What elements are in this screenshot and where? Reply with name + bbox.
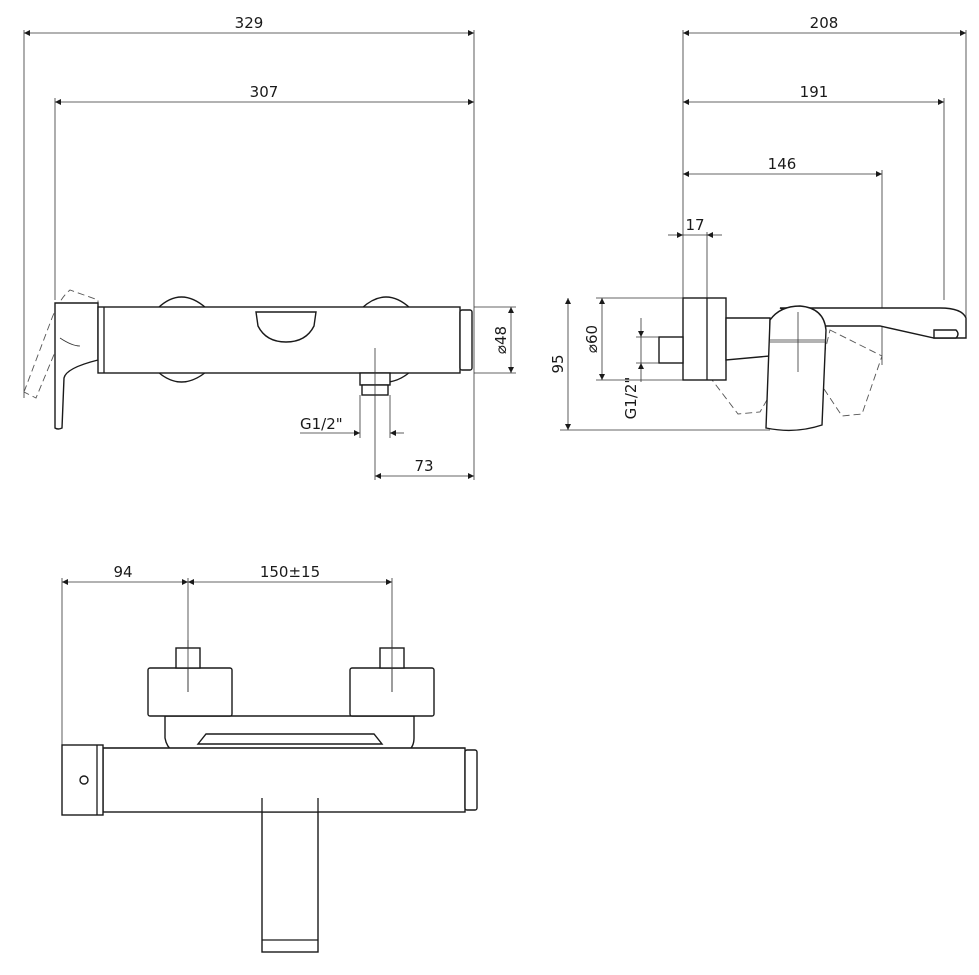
top-view: 94 150±15 [61, 563, 478, 953]
dim-17-label: 17 [685, 216, 704, 234]
end-cap [459, 309, 473, 371]
dim-95-label: 95 [549, 354, 567, 373]
lever-side [765, 305, 827, 432]
wall-block [682, 297, 727, 381]
lever-handle [54, 302, 99, 430]
end-cap-top [464, 749, 478, 811]
dim-94-label: 94 [113, 563, 132, 581]
indicator-dot [79, 775, 89, 785]
dim-307-label: 307 [250, 83, 279, 101]
dim-146-label: 146 [768, 155, 797, 173]
dim-d48-label: ⌀48 [492, 326, 510, 354]
spout [779, 307, 967, 339]
dim-150-label: 150±15 [260, 563, 320, 581]
dim-191-label: 191 [800, 83, 829, 101]
dim-d60-label: ⌀60 [583, 325, 601, 353]
dim-329-label: 329 [235, 14, 264, 32]
dim-g12-side-label: G1/2" [622, 377, 640, 420]
spout-arm [725, 317, 771, 361]
diverter-knob [255, 311, 317, 343]
dim-g12-front-label: G1/2" [300, 415, 343, 433]
side-view: 208 191 146 17 ⌀60 [549, 14, 967, 432]
dim-73-label: 73 [414, 457, 433, 475]
eccentric-cap-left [147, 667, 233, 717]
dim-208-label: 208 [810, 14, 839, 32]
inlet-fitting [658, 336, 684, 364]
spout-top [261, 797, 319, 953]
handle-alt-position [23, 289, 99, 399]
handle-alt-right [817, 329, 883, 417]
front-view: 329 307 G1/2" 73 [23, 14, 516, 480]
